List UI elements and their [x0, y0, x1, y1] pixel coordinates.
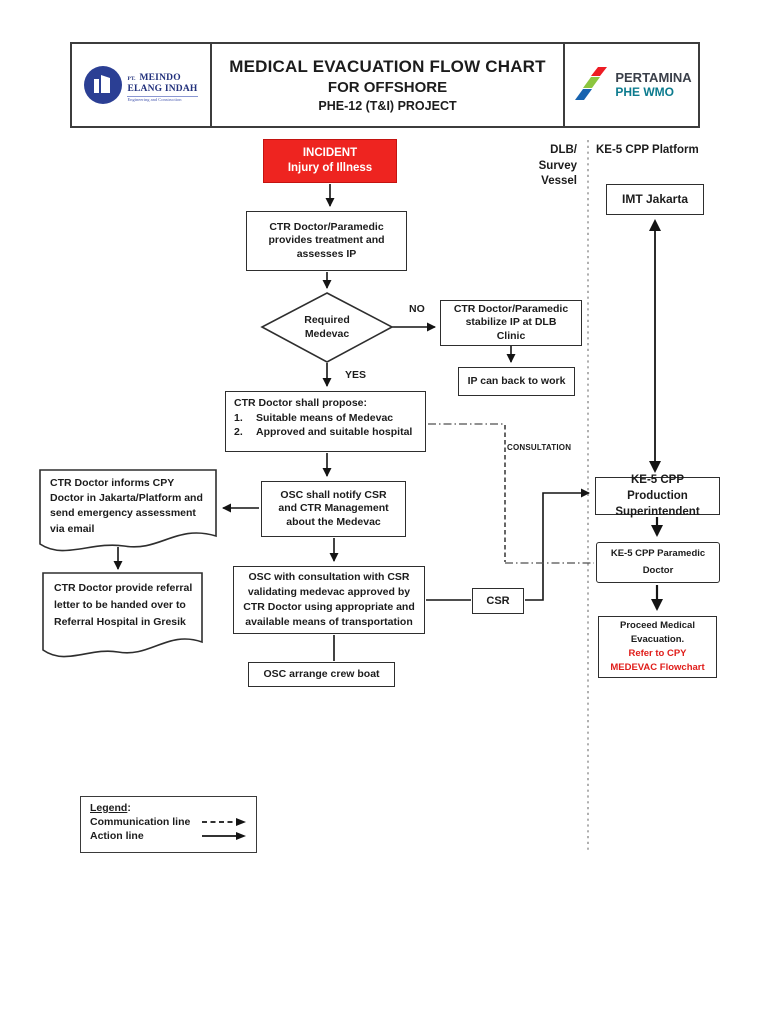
incident-box: INCIDENT Injury of Illness — [263, 139, 397, 183]
pertamina-name: PERTAMINA — [615, 69, 692, 85]
paramedic-box: KE-5 CPP Paramedic Doctor — [596, 542, 720, 583]
meindo-pre: PT. — [127, 75, 136, 82]
propose-item-1-text: Suitable means of Medevac — [256, 411, 394, 424]
document-title-block: MEDICAL EVACUATION FLOW CHART FOR OFFSHO… — [212, 44, 565, 126]
propose-item-1-num: 1. — [234, 411, 243, 424]
no-label: NO — [409, 303, 425, 315]
propose-item-1: 1. Suitable means of Medevac — [234, 412, 393, 426]
arrow-csr-to-superintendent — [525, 488, 590, 601]
yes-label: YES — [345, 369, 367, 381]
consultation-label: CONSULTATION — [507, 443, 572, 452]
pertamina-sub: PHE WMO — [615, 85, 675, 100]
lane-label-dlb-survey-vessel: DLB/ Survey Vessel — [538, 144, 577, 188]
building-icon — [94, 75, 111, 93]
meindo-line2: ELANG INDAH — [127, 83, 198, 94]
proceed-box: Proceed Medical Evacuation. Refer to CPY… — [598, 616, 717, 678]
proceed-text-red: Refer to CPY MEDEVAC Flowchart — [610, 648, 705, 674]
propose-item-2: 2. Approved and suitable hospital — [234, 426, 412, 440]
legend-row-action: Action line — [90, 830, 247, 842]
proceed-text-black: Proceed Medical Evacuation. — [620, 619, 695, 645]
pertamina-wordmark: PERTAMINA PHE WMO — [615, 69, 692, 100]
back-to-work-box: IP can back to work — [458, 367, 575, 396]
propose-box: CTR Doctor shall propose: 1. Suitable me… — [225, 391, 426, 452]
title-line1: MEDICAL EVACUATION FLOW CHART — [229, 57, 546, 76]
referral-doc-text: CTR Doctor provide referral letter to be… — [54, 582, 193, 628]
meindo-building-icon — [84, 66, 123, 104]
meindo-logo: PT. MEINDO ELANG INDAH Engineering and C… — [72, 44, 212, 126]
pertamina-arrow-icon — [575, 67, 608, 100]
superintendent-box: KE-5 CPP Production Superintendent — [595, 474, 720, 518]
referral-document-shape — [42, 572, 203, 658]
decision-diamond — [260, 292, 394, 363]
propose-item-2-text: Approved and suitable hospital — [256, 426, 413, 439]
validate-box: OSC with consultation with CSR validatin… — [233, 566, 425, 634]
legend-title-text: Legend — [90, 802, 128, 814]
propose-title: CTR Doctor shall propose: — [234, 397, 368, 409]
treat-box: CTR Doctor/Paramedic provides treatment … — [246, 211, 407, 271]
legend-communication-label: Communication line — [90, 816, 191, 828]
decision-label: Required Medevac — [304, 314, 350, 340]
pertamina-logo: PERTAMINA PHE WMO — [565, 44, 698, 126]
title-line2: FOR OFFSHORE — [327, 79, 448, 96]
informs-document-shape — [39, 469, 217, 552]
legend-action-label: Action line — [90, 830, 144, 842]
document-header: PT. MEINDO ELANG INDAH Engineering and C… — [70, 42, 700, 128]
solid-arrow-icon — [202, 832, 246, 840]
crew-boat-box: OSC arrange crew boat — [248, 662, 395, 687]
legend-box: Legend: Communication line Action line — [80, 796, 257, 853]
csr-box: CSR — [472, 588, 524, 614]
informs-doc-text: CTR Doctor informs CPY Doctor in Jakarta… — [50, 477, 203, 535]
imt-jakarta-box: IMT Jakarta — [606, 184, 704, 215]
meindo-line1: MEINDO — [139, 72, 181, 83]
title-line3: PHE-12 (T&I) PROJECT — [318, 99, 457, 113]
propose-item-2-num: 2. — [234, 426, 243, 439]
meindo-wordmark: PT. MEINDO ELANG INDAH Engineering and C… — [127, 68, 198, 103]
lane-label-ke5-platform: KE-5 CPP Platform — [596, 144, 699, 156]
stabilize-box: CTR Doctor/Paramedic stabilize IP at DLB… — [440, 300, 582, 346]
dashed-arrow-icon — [202, 818, 246, 826]
legend-row-communication: Communication line — [90, 816, 247, 828]
legend-title: Legend: — [90, 802, 247, 814]
legend-title-colon: : — [127, 802, 131, 814]
notify-box: OSC shall notify CSR and CTR Management … — [261, 481, 406, 537]
meindo-tagline: Engineering and Construction — [127, 95, 198, 103]
